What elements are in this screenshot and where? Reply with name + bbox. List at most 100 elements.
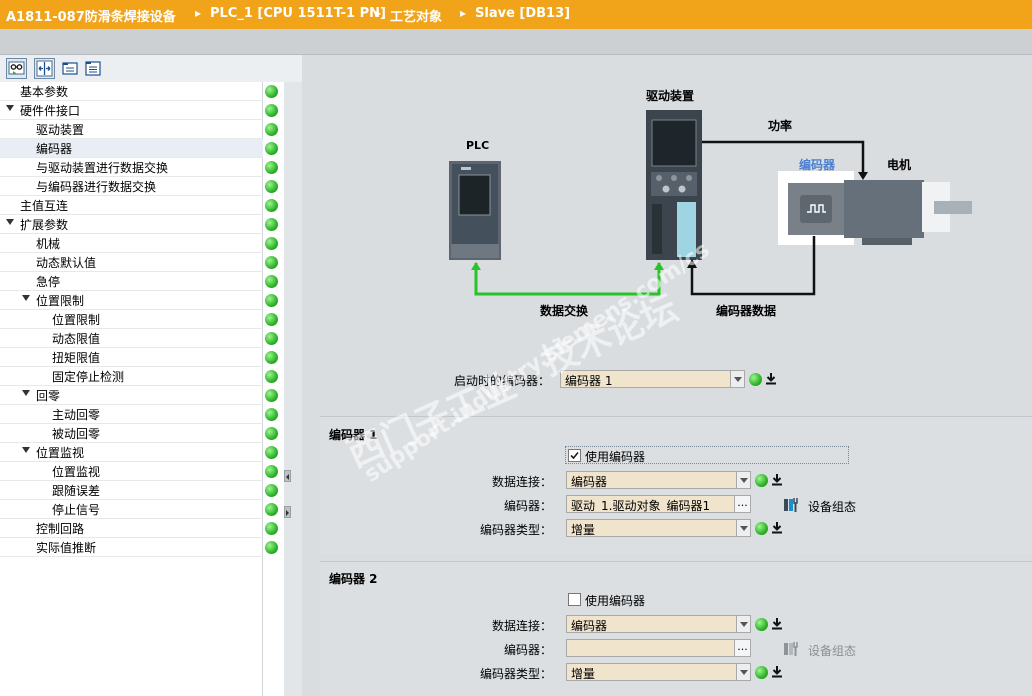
functional-view-button[interactable] [6,58,27,79]
startup-encoder-label: 启动时的编码器： [453,374,550,388]
tree-item[interactable]: 主值互连 [0,196,263,215]
status-ok-icon [265,275,278,288]
tree-item-label: 基本参数 [20,85,69,99]
collapse-all-button[interactable] [83,58,104,79]
tree-item-label: 与编码器进行数据交换 [36,180,157,194]
tree-item-label: 驱动装置 [36,123,85,137]
tree-item[interactable]: 位置监视 [0,462,263,481]
tree-item[interactable]: 基本参数 [0,82,263,101]
folder-list-icon [85,61,101,76]
encoder-2-type-dropdown-button[interactable] [736,663,751,681]
tree-item[interactable]: 动态默认值 [0,253,263,272]
use-encoder-2-checkbox[interactable] [568,593,581,606]
download-icon[interactable] [771,665,783,678]
expand-all-button[interactable] [60,58,81,79]
status-ok-icon [265,541,278,554]
encoder-2-browse-button[interactable]: ... [734,639,751,657]
tree-item[interactable]: 位置限制 [0,291,263,310]
encoder-1-encoder-field[interactable]: 驱动_1.驱动对象_编码器1 [566,495,735,513]
tree-item-label: 固定停止检测 [52,370,125,384]
use-encoder-2-label: 使用编码器 [585,594,646,608]
parameter-view-button[interactable] [34,58,55,79]
panel-splitter[interactable] [284,82,302,696]
encoder-1-type-dropdown-button[interactable] [736,519,751,537]
encoder-1-data-conn-select[interactable]: 编码器 [566,471,737,489]
tree-item[interactable]: 固定停止检测 [0,367,263,386]
status-ok-icon [265,465,278,478]
status-ok-icon [265,123,278,136]
tree-item[interactable]: 跟随误差 [0,481,263,500]
tree-item[interactable]: 编码器 [0,139,263,158]
arrow-up-icon [471,262,481,270]
tree-item-label: 主值互连 [20,199,69,213]
tree-item[interactable]: 硬件件接口 [0,101,263,120]
encoder-1-type-select[interactable]: 增量 [566,519,737,537]
startup-encoder-select[interactable]: 编码器 1 [560,370,731,388]
tree-item-label: 跟随误差 [52,484,101,498]
tree-item[interactable]: 被动回零 [0,424,263,443]
encoder-1-browse-button[interactable]: ... [734,495,751,513]
breadcrumb-project[interactable]: A1811-087防滑条焊接设备 [6,10,176,25]
tree-item-label: 停止信号 [52,503,101,517]
tree-item[interactable]: 实际值推断 [0,538,263,557]
tree-item[interactable]: 驱动装置 [0,120,263,139]
encoder-1-data-conn-dropdown-button[interactable] [736,471,751,489]
expand-arrow-icon[interactable] [22,295,30,301]
breadcrumb-plc[interactable]: PLC_1 [CPU 1511T-1 PN] [210,6,386,21]
expand-arrow-icon[interactable] [22,390,30,396]
tree-item[interactable]: 主动回零 [0,405,263,424]
tree-item-label: 被动回零 [52,427,101,441]
encoder-2-device-config-link[interactable]: 设备组态 [808,644,857,658]
expand-arrow-icon[interactable] [22,447,30,453]
tree-item[interactable]: 与驱动装置进行数据交换 [0,158,263,177]
tree-item[interactable]: 扭矩限值 [0,348,263,367]
encoder-2-data-conn-select[interactable]: 编码器 [566,615,737,633]
breadcrumb-slave[interactable]: Slave [DB13] [475,6,571,21]
tree-item-label: 位置监视 [36,446,85,460]
breadcrumb: A1811-087防滑条焊接设备 ▸ PLC_1 [CPU 1511T-1 PN… [0,0,1032,29]
encoder-2-data-conn-dropdown-button[interactable] [736,615,751,633]
tree-item[interactable]: 动态限值 [0,329,263,348]
tree-item[interactable]: 位置限制 [0,310,263,329]
tree-item[interactable]: 回零 [0,386,263,405]
collapse-left-button[interactable] [284,470,291,482]
encoder-2-encoder-field[interactable] [566,639,735,657]
status-ok-icon [749,373,762,386]
tree-item[interactable]: 扩展参数 [0,215,263,234]
use-encoder-1-focus-frame [565,446,849,464]
device-config-icon[interactable] [782,640,800,658]
swap-arrows-icon [36,60,53,77]
encoder-2-type-select[interactable]: 增量 [566,663,737,681]
collapse-right-button[interactable] [284,506,291,518]
startup-encoder-dropdown-button[interactable] [730,370,745,388]
status-ok-icon [755,522,768,535]
encoder-2-title: 编码器 2 [329,572,378,586]
use-encoder-1-checkbox[interactable] [568,449,581,462]
download-icon[interactable] [771,521,783,534]
breadcrumb-tech-objects[interactable]: 工艺对象 [390,10,443,25]
arrow-left-icon [286,474,289,480]
tree-item[interactable]: 停止信号 [0,500,263,519]
status-ok-icon [265,313,278,326]
tree-item[interactable]: 位置监视 [0,443,263,462]
encoder-1-device-config-link[interactable]: 设备组态 [808,500,857,514]
tree-item[interactable]: 急停 [0,272,263,291]
download-icon[interactable] [765,372,777,385]
status-ok-icon [265,522,278,535]
tree-item[interactable]: 机械 [0,234,263,253]
tree-item-label: 硬件件接口 [20,104,81,118]
encoder-1-section: 编码器 1 使用编码器 数据连接： 编码器 编码器： 驱动_1.驱动对象_编码器… [320,416,1032,554]
device-config-icon[interactable] [782,496,800,514]
expand-arrow-icon[interactable] [6,105,14,111]
tree-item[interactable]: 与编码器进行数据交换 [0,177,263,196]
encoder-2-section: 编码器 2 使用编码器 数据连接： 编码器 编码器： ... 设备组态 编码器类… [320,561,1032,696]
download-icon[interactable] [771,473,783,486]
tree-item-label: 位置监视 [52,465,101,479]
arrow-up-icon [687,259,697,268]
tree-item[interactable]: 控制回路 [0,519,263,538]
expand-arrow-icon[interactable] [6,219,14,225]
download-icon[interactable] [771,617,783,630]
encoder-motor-image [778,171,972,245]
tree-item-label: 动态限值 [52,332,101,346]
checkmark-icon [570,451,579,460]
